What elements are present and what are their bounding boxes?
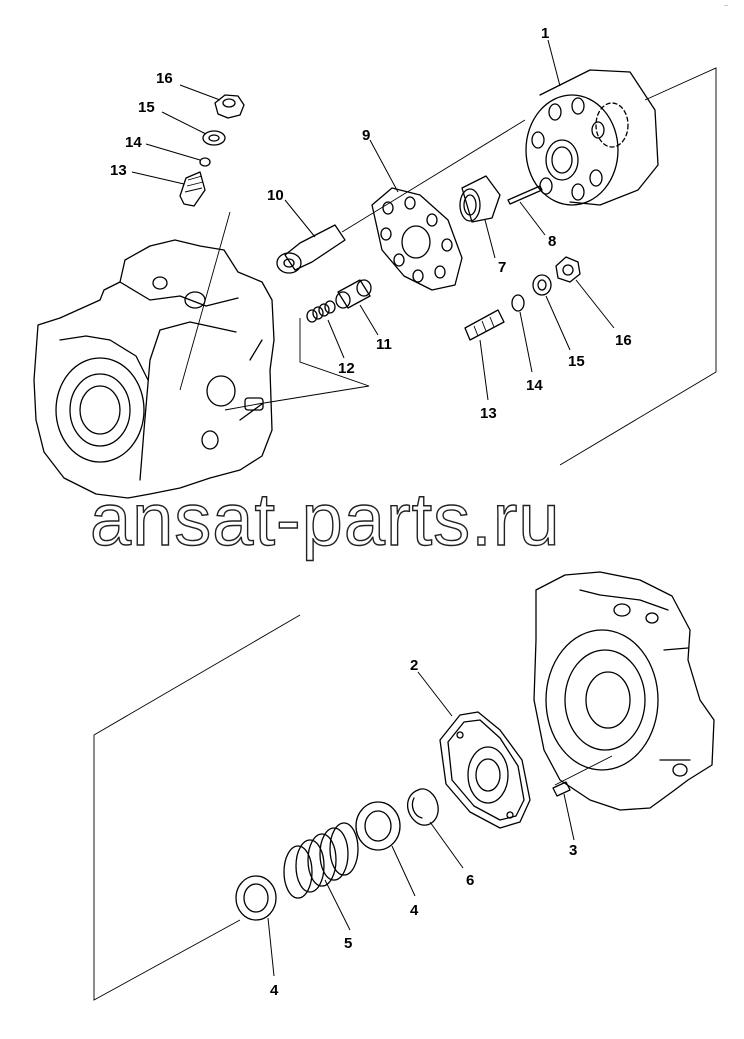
spring-12 bbox=[306, 300, 336, 323]
assembly-frame-bottom bbox=[93, 614, 613, 1001]
sleeve-11 bbox=[335, 279, 372, 309]
callout-14-right: 14 bbox=[526, 377, 543, 394]
washer-15-right bbox=[532, 274, 552, 296]
callout-10: 10 bbox=[267, 187, 284, 204]
oring-14-right bbox=[511, 294, 525, 312]
callout-14-left: 14 bbox=[125, 134, 142, 151]
callout-13-right: 13 bbox=[480, 405, 497, 422]
bushing-7 bbox=[459, 175, 501, 223]
callout-1: 1 bbox=[541, 25, 549, 42]
callout-15-right: 15 bbox=[568, 353, 585, 370]
piston-10 bbox=[276, 224, 346, 274]
relief-valve-set-upper bbox=[179, 94, 245, 207]
nut-16-upper bbox=[214, 94, 245, 119]
callout-15-left: 15 bbox=[138, 99, 155, 116]
watermark-text: ansat-parts.ru bbox=[90, 478, 561, 561]
leader-lines-bottom bbox=[267, 671, 575, 977]
leader-lines-top bbox=[131, 39, 615, 401]
assembly-frame-top bbox=[179, 67, 717, 466]
callout-4-middle: 4 bbox=[410, 902, 419, 919]
corner-mark: ~ bbox=[724, 3, 728, 10]
plate-9 bbox=[371, 187, 463, 291]
callout-5: 5 bbox=[344, 935, 352, 952]
callout-9: 9 bbox=[362, 127, 370, 144]
oring-14-upper bbox=[199, 157, 211, 167]
callouts: 1 2 3 4 4 5 6 7 8 9 10 11 12 13 13 14 14… bbox=[110, 25, 632, 999]
callout-6: 6 bbox=[466, 872, 474, 889]
adjust-screw-13-upper bbox=[179, 171, 206, 207]
end-cover-case bbox=[533, 571, 715, 811]
washer-4-middle bbox=[355, 801, 401, 851]
pin-3 bbox=[552, 781, 571, 797]
callout-7: 7 bbox=[498, 259, 506, 276]
nut-16-right bbox=[555, 256, 581, 283]
adjust-screw-13-right bbox=[464, 309, 505, 341]
cylinder-block-1 bbox=[525, 69, 659, 206]
callout-11: 11 bbox=[376, 336, 392, 353]
washer-4-left bbox=[235, 875, 277, 921]
callout-4-lower: 4 bbox=[270, 982, 279, 999]
callout-16-left: 16 bbox=[156, 70, 173, 87]
callout-16-right: 16 bbox=[615, 332, 632, 349]
callout-2: 2 bbox=[410, 657, 418, 674]
spring-5 bbox=[283, 822, 359, 899]
callout-8: 8 bbox=[548, 233, 556, 250]
callout-3: 3 bbox=[569, 842, 577, 859]
snap-ring-6 bbox=[406, 788, 439, 826]
callout-12: 12 bbox=[338, 360, 355, 377]
motor-housing bbox=[33, 239, 275, 499]
pin-8 bbox=[507, 185, 543, 205]
washer-15-upper bbox=[202, 130, 226, 146]
relief-valve-set-right bbox=[464, 256, 581, 341]
callout-13-left: 13 bbox=[110, 162, 127, 179]
valve-plate-2 bbox=[439, 711, 531, 829]
